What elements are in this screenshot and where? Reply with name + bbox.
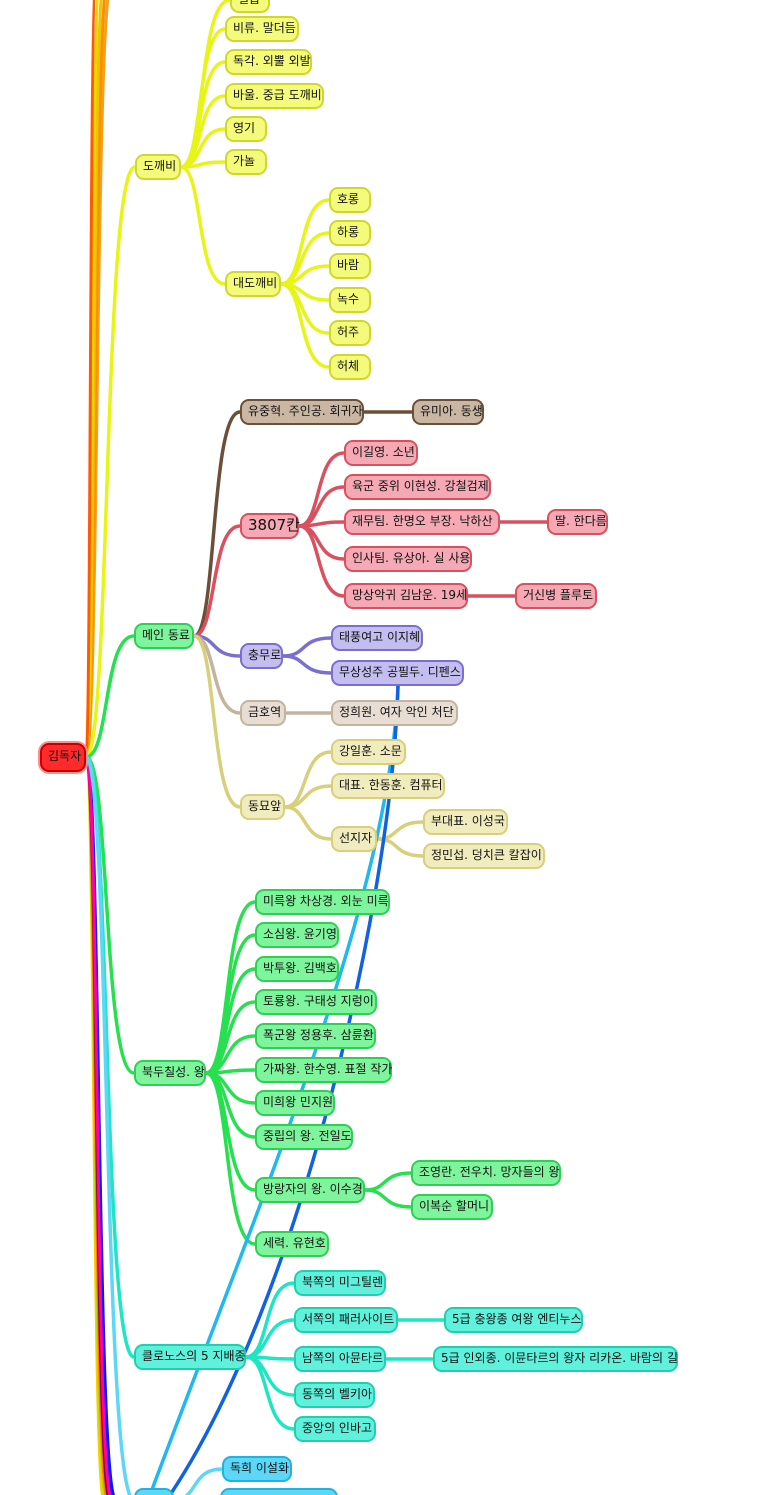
- link-k9-k9a: [363, 1171, 413, 1192]
- link-car-c5: [297, 524, 346, 598]
- node-dh[interactable]: 독희 이설화: [222, 1456, 292, 1482]
- node-prophet[interactable]: 선지자: [331, 826, 377, 852]
- node-k10[interactable]: 세력. 유현호: [255, 1231, 329, 1257]
- link-great_dokkaebi-g5: [279, 282, 331, 335]
- node-ch3[interactable]: 남쪽의 아뮨타르: [294, 1346, 386, 1372]
- link-great_dokkaebi-g2: [279, 231, 331, 286]
- node-c5a[interactable]: 거신병 플루토: [515, 583, 597, 609]
- node-k5[interactable]: 폭군왕 정용후. 삼륜환: [255, 1023, 376, 1049]
- node-geumho[interactable]: 금호역: [240, 700, 286, 726]
- node-chaos[interactable]: 클로노스의 5 지배종: [134, 1344, 246, 1370]
- node-great_dokkaebi[interactable]: 대도깨비: [225, 271, 281, 297]
- node-chungmuro[interactable]: 충무로: [240, 643, 283, 669]
- node-d1[interactable]: 비류. 말더듬: [225, 16, 299, 42]
- node-k2[interactable]: 소심왕. 윤기영: [255, 922, 339, 948]
- node-g2[interactable]: 하롱: [329, 220, 371, 246]
- root-node[interactable]: 김독자: [40, 743, 86, 772]
- link-great_dokkaebi-g6: [279, 282, 331, 369]
- node-k8[interactable]: 중립의 왕. 전일도: [255, 1124, 353, 1150]
- node-dm2[interactable]: 대표. 한동훈. 컴퓨터: [331, 773, 445, 799]
- node-dokkaebi[interactable]: 도깨비: [135, 154, 181, 180]
- node-cm2[interactable]: 무상성주 공필두. 디펜스: [331, 660, 464, 686]
- node-g1[interactable]: 호롱: [329, 187, 371, 213]
- node-k3[interactable]: 박투왕. 김백호: [255, 956, 339, 982]
- link-chaos-ch2: [244, 1318, 296, 1359]
- link-main_comp-car: [192, 524, 242, 638]
- node-g3[interactable]: 바람: [329, 253, 371, 279]
- node-yma[interactable]: 유미아. 동생: [412, 399, 484, 425]
- node-d5[interactable]: 가놀: [225, 149, 267, 175]
- node-pp2[interactable]: 정민섭. 덩치큰 칼잡이: [423, 843, 545, 869]
- root-branch-up-4: [84, 0, 96, 759]
- node-partial-bottom[interactable]: [220, 1488, 338, 1495]
- link-kings-k10: [204, 1071, 257, 1246]
- node-k1[interactable]: 미륵왕 차상경. 외눈 미륵: [255, 889, 390, 915]
- node-k4[interactable]: 토룡왕. 구태성 지렁이: [255, 989, 377, 1015]
- root-branch-down-6: [84, 755, 112, 1495]
- node-g4[interactable]: 녹수: [329, 287, 371, 313]
- link-root-kings: [84, 755, 136, 1075]
- node-d2[interactable]: 독각. 외뿔 외발: [225, 49, 312, 75]
- node-cm1[interactable]: 태풍여고 이지혜: [331, 625, 423, 651]
- node-ch1[interactable]: 북쪽의 미그틸렌: [294, 1270, 386, 1296]
- link-main_comp-dongmyo: [192, 634, 242, 809]
- node-k9a[interactable]: 조영란. 전우치. 망자들의 왕: [411, 1160, 561, 1186]
- link-dongmyo-dm1: [283, 750, 333, 809]
- node-g5[interactable]: 허주: [329, 320, 371, 346]
- node-gh1[interactable]: 정희원. 여자 악인 처단: [331, 700, 458, 726]
- node-d3[interactable]: 바울. 중급 도깨비: [225, 83, 324, 109]
- node-ch2a[interactable]: 5급 충왕종 여왕 엔티누스: [444, 1307, 583, 1333]
- link-chaos-ch5: [244, 1355, 296, 1431]
- link-chungmuro-cm2: [281, 654, 333, 675]
- node-g6[interactable]: 허체: [329, 354, 371, 380]
- link-chungmuro-cm1: [281, 636, 333, 658]
- link-car-c2: [297, 485, 346, 528]
- node-dongmyo[interactable]: 동묘앞: [240, 794, 285, 820]
- link-root-main: [84, 634, 136, 759]
- link-root-dokkaebi: [84, 165, 137, 759]
- link-k9-k9b: [363, 1188, 413, 1209]
- node-c1[interactable]: 이길영. 소년: [344, 440, 418, 466]
- node-d_top[interactable]: 일급: [230, 0, 270, 13]
- link-chaos-ch4: [244, 1355, 296, 1397]
- node-k6[interactable]: 가짜왕. 한수영. 표절 작가: [255, 1057, 392, 1083]
- node-c2[interactable]: 육군 중위 이현성. 강철검제: [344, 474, 491, 500]
- node-d4[interactable]: 영기: [225, 116, 267, 142]
- link-dongmyo-prophet: [283, 805, 333, 841]
- node-c3[interactable]: 재무팀. 한명오 부장. 낙하산: [344, 509, 500, 535]
- node-ch5[interactable]: 중앙의 인바고: [294, 1416, 376, 1442]
- link-sky-dh: [184, 1467, 224, 1495]
- node-main_comp[interactable]: 메인 동료: [134, 623, 194, 649]
- node-ch3a[interactable]: 5급 인외종. 이뮨타르의 왕자 리카온. 바람의 길: [433, 1346, 678, 1372]
- node-car[interactable]: 3807칸: [240, 513, 300, 539]
- node-c4[interactable]: 인사팀. 유상아. 실 사용: [344, 546, 472, 572]
- node-k9b[interactable]: 이복순 할머니: [411, 1194, 493, 1220]
- node-ch4[interactable]: 동쪽의 벨키아: [294, 1382, 375, 1408]
- node-c5[interactable]: 망상악귀 김남운. 19세: [344, 583, 468, 609]
- link-main_comp-yjh: [192, 410, 242, 638]
- node-yjh[interactable]: 유중혁. 주인공. 회귀자: [240, 399, 364, 425]
- node-ch2[interactable]: 서쪽의 패러사이트: [294, 1307, 398, 1333]
- link-dokkaebi-d5: [179, 160, 227, 169]
- node-dm1[interactable]: 강일훈. 소문: [331, 739, 406, 765]
- node-pp1[interactable]: 부대표. 이성국: [423, 809, 508, 835]
- node-kings[interactable]: 북두칠성. 왕: [134, 1060, 206, 1086]
- node-k9[interactable]: 방랑자의 왕. 이수경: [255, 1177, 365, 1203]
- link-root-sky: [84, 755, 132, 1495]
- node-partial-bottom-left[interactable]: [134, 1488, 174, 1495]
- link-dokkaebi-great_dokkaebi: [179, 165, 227, 286]
- node-k7[interactable]: 미희왕 민지원: [255, 1090, 335, 1116]
- node-c3a[interactable]: 딸. 한다름: [547, 509, 608, 535]
